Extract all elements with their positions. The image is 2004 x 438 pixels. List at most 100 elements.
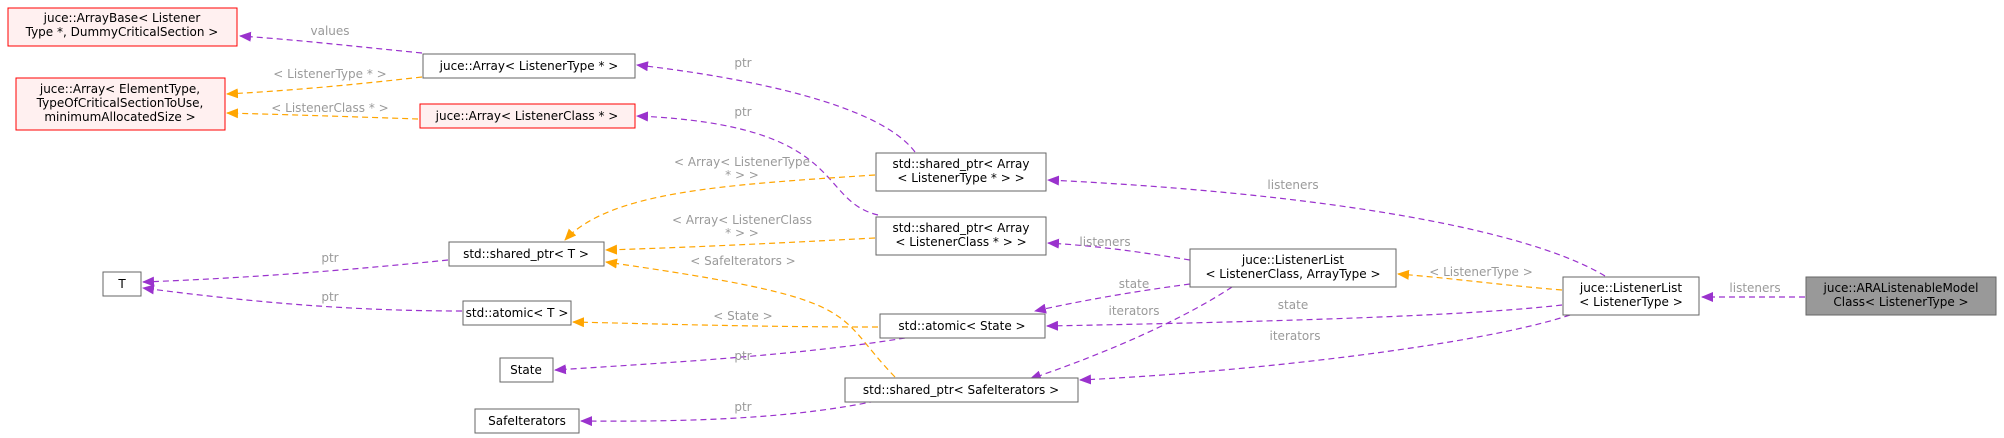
node-label: T (117, 277, 126, 291)
label-line: listeners (1729, 281, 1780, 295)
node-label: std::shared_ptr< Array< ListenerType * >… (893, 157, 1030, 185)
edge-iterators-ll (1079, 314, 1571, 385)
label-line: < ListenerType * > > (897, 171, 1024, 185)
edge-label-listeners-lt: listeners (1267, 178, 1318, 192)
label-line: juce::ListenerList (1241, 253, 1345, 267)
edge-labels: listeners state iterators listeners < Li… (271, 24, 1780, 414)
edge-label-template-state: < State > (713, 309, 773, 323)
label-line: listeners (1079, 235, 1130, 249)
edge-label-ptr-t-atomic: ptr (321, 290, 338, 304)
label-line: minimumAllocatedSize > (44, 110, 195, 124)
node-atomic-state[interactable]: std::atomic< State > (879, 313, 1046, 339)
edge-template-lc-ptr (226, 108, 419, 120)
label-line: Class< ListenerType > (1833, 295, 1968, 309)
node-shared-ptr-array-listenertype[interactable]: std::shared_ptr< Array< ListenerType * >… (875, 152, 1047, 192)
node-shared-ptr-array-listenerclass[interactable]: std::shared_ptr< Array< ListenerClass * … (875, 216, 1047, 256)
label-line: juce::Array< ListenerClass * > (435, 109, 619, 123)
node-shared-ptr-t[interactable]: std::shared_ptr< T > (448, 241, 605, 267)
node-shared-ptr-safeiterators[interactable]: std::shared_ptr< SafeIterators > (844, 377, 1079, 403)
label-line: iterators (1270, 329, 1321, 343)
node-box (1189, 248, 1397, 288)
edge-label-state-ll: state (1278, 298, 1308, 312)
label-line: ptr (321, 290, 338, 304)
label-line: values (310, 24, 349, 38)
edge-label-template-lt-ptr: < ListenerType * > (273, 67, 386, 81)
node-box (419, 103, 636, 129)
node-box (1562, 276, 1700, 316)
edge-iterators-lc (1029, 286, 1233, 381)
label-line: * > > (725, 168, 759, 182)
label-line: < ListenerClass * > > (895, 235, 1026, 249)
label-line: < ListenerType > (1429, 265, 1533, 279)
label-line: juce::Array< ElementType, (39, 82, 200, 96)
node-label: juce::Array< ListenerType * > (439, 59, 619, 73)
node-box (474, 408, 580, 434)
edge-template-state (572, 317, 879, 328)
label-line: ptr (321, 251, 338, 265)
edge-label-iterators-lc: iterators (1109, 304, 1160, 318)
node-box (15, 77, 226, 131)
label-line: TypeOfCriticalSectionToUse, (36, 96, 204, 110)
node-box (462, 300, 572, 326)
edge-ptr-safeit (580, 398, 886, 427)
node-label: std::shared_ptr< Array< ListenerClass * … (893, 221, 1030, 249)
label-line: std::atomic< State > (898, 319, 1025, 333)
label-line: std::shared_ptr< T > (463, 247, 589, 261)
edge-listeners-lc (1047, 238, 1191, 261)
edge-label-values: values (310, 24, 349, 38)
node-box (875, 152, 1047, 192)
node-label: juce::ListenerList< ListenerType > (1579, 281, 1683, 309)
node-t[interactable]: T (102, 271, 142, 297)
edge-ptr-array-lt (636, 61, 916, 153)
label-line: ptr (734, 56, 751, 70)
label-line: < State > (713, 309, 773, 323)
label-line: State (510, 363, 542, 377)
node-listenerlist-listenerclass[interactable]: juce::ListenerList< ListenerClass, Array… (1189, 248, 1397, 288)
label-line: juce::Array< ListenerType * > (439, 59, 619, 73)
label-line: SafeIterators (488, 414, 566, 428)
label-line: std::shared_ptr< Array (893, 221, 1030, 235)
label-line: juce::ArrayBase< Listener (43, 11, 201, 25)
node-label: juce::Array< ListenerClass * > (435, 109, 619, 123)
node-array-generic[interactable]: juce::Array< ElementType,TypeOfCriticalS… (15, 77, 226, 131)
edge-label-state-lc: state (1119, 277, 1149, 291)
node-array-listenerclass[interactable]: juce::Array< ListenerClass * > (419, 103, 636, 129)
node-safeiterators[interactable]: SafeIterators (474, 408, 580, 434)
label-line: std::shared_ptr< Array (893, 157, 1030, 171)
edge-template-array-lt (564, 174, 876, 241)
node-box (422, 53, 636, 79)
node-box (844, 377, 1079, 403)
label-line: < Array< ListenerType (674, 155, 810, 169)
label-line: juce::ARAListenableModel (1823, 281, 1979, 295)
edge-label-template-array-lc: < Array< ListenerClass* > > (672, 213, 812, 240)
edge-template-lt-ptr (226, 76, 423, 99)
edge-label-ptr-array-lc: ptr (734, 105, 751, 119)
label-line: std::shared_ptr< SafeIterators > (863, 383, 1059, 397)
edge-label-listeners-lc: listeners (1079, 235, 1130, 249)
edges (142, 31, 1805, 427)
label-line: juce::ListenerList (1579, 281, 1683, 295)
node-box (7, 7, 238, 47)
edge-label-ptr-safeit: ptr (734, 400, 751, 414)
node-listenerlist-listenertype[interactable]: juce::ListenerList< ListenerType > (1562, 276, 1700, 316)
label-line: Type *, DummyCriticalSection > (25, 25, 219, 39)
node-array-listenertype[interactable]: juce::Array< ListenerType * > (422, 53, 636, 79)
node-box (102, 271, 142, 297)
edge-label-listeners-focus: listeners (1729, 281, 1780, 295)
node-state[interactable]: State (499, 357, 554, 383)
node-box (875, 216, 1047, 256)
node-label: State (510, 363, 542, 377)
edge-state-ll (1046, 304, 1563, 331)
edge-ptr-t-shared (142, 259, 449, 287)
edge-label-ptr-t-shared: ptr (321, 251, 338, 265)
node-atomic-t[interactable]: std::atomic< T > (462, 300, 572, 326)
node-label: std::shared_ptr< T > (463, 247, 589, 261)
edge-label-template-lc-ptr: < ListenerClass * > (271, 101, 388, 115)
node-label: std::atomic< T > (466, 306, 569, 320)
